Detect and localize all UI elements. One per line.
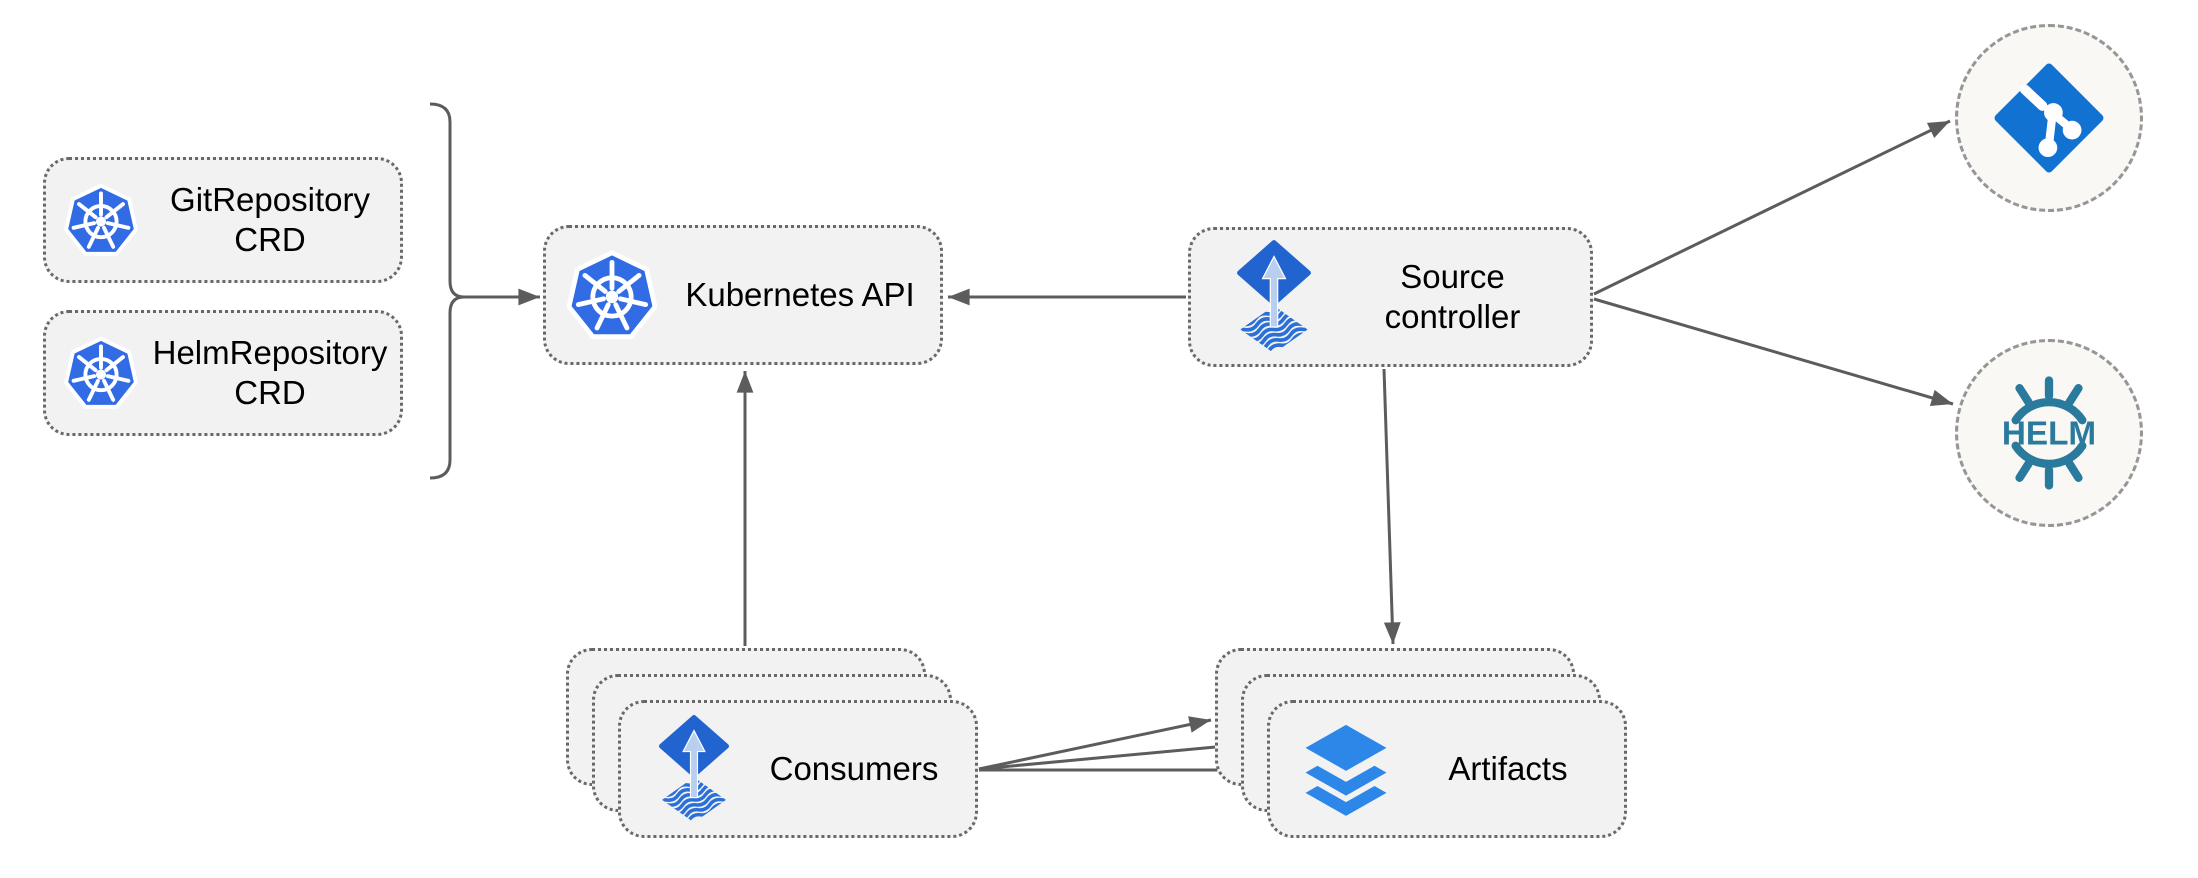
label-line-1: HelmRepository xyxy=(152,334,388,371)
git-icon xyxy=(1994,63,2104,173)
kubernetes-icon xyxy=(566,250,658,340)
node-consumers-stack: Consumers xyxy=(566,648,978,838)
label-line-2: CRD xyxy=(234,374,306,411)
node-label: Kubernetes API xyxy=(685,276,915,313)
node-artifacts: Artifacts xyxy=(1267,700,1627,838)
edge-source-controller-to-artifacts xyxy=(1382,368,1401,645)
helm-icon: HELM xyxy=(2002,376,2096,490)
node-label: GitRepository CRD xyxy=(140,180,400,260)
layers-icon xyxy=(1305,724,1387,816)
node-label: Consumers xyxy=(769,750,939,787)
node-artifacts-stack: Artifacts xyxy=(1215,648,1627,838)
node-consumers: Consumers xyxy=(618,700,978,838)
kubernetes-icon xyxy=(64,183,138,256)
crd-group-brace xyxy=(429,102,465,480)
node-label: Artifacts xyxy=(1448,750,1568,787)
edge-consumers-to-artifacts-middle xyxy=(978,738,1238,771)
label-line-2: CRD xyxy=(234,221,306,258)
endpoint-helm-repository: HELM xyxy=(1955,339,2143,527)
endpoint-git-repository xyxy=(1955,24,2143,212)
label-line-1: Source xyxy=(1400,258,1505,295)
node-helmrepository-crd: HelmRepository CRD xyxy=(43,310,403,436)
kubernetes-icon xyxy=(64,336,138,409)
edge-source-controller-to-helm xyxy=(1593,297,1954,406)
node-source-controller: Source controller xyxy=(1188,227,1593,367)
flux-source-icon xyxy=(1237,239,1311,353)
node-gitrepository-crd: GitRepository CRD xyxy=(43,157,403,283)
label-line-2: controller xyxy=(1384,298,1521,335)
node-label: HelmRepository CRD xyxy=(140,333,400,413)
node-kubernetes-api: Kubernetes API xyxy=(543,225,943,365)
helm-logo-text: HELM xyxy=(2002,416,2096,453)
edge-consumers-to-artifacts-back xyxy=(978,716,1212,771)
label-line-1: GitRepository xyxy=(170,181,370,218)
node-label: Source controller xyxy=(1315,257,1590,337)
flux-source-icon xyxy=(658,714,730,822)
edge-source-controller-to-git xyxy=(1593,119,1951,296)
